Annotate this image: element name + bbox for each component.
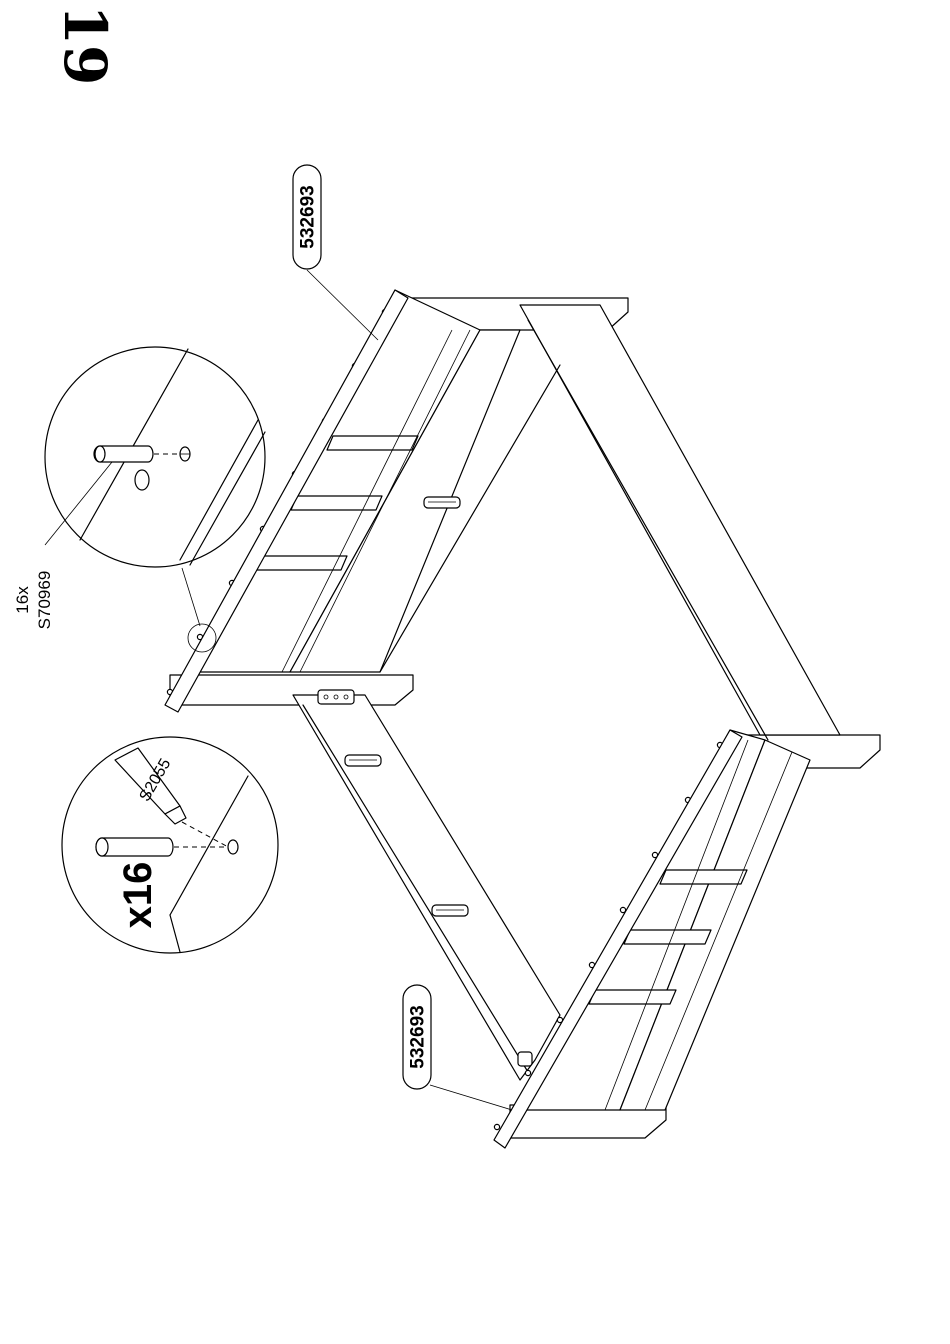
svg-text:532693: 532693: [298, 185, 319, 248]
dowel-code: S70969: [35, 571, 54, 630]
bracket-left-3: [518, 1052, 532, 1066]
glue-quantity: x16: [116, 862, 160, 929]
bracket-center: [318, 690, 354, 704]
dowel-pin-icon-glue: [96, 838, 173, 856]
slat-frame-bottom: [494, 730, 810, 1148]
dowel-pin-icon: [94, 446, 153, 462]
dowel-quantity: 16x: [13, 586, 32, 614]
bracket-left-1: [345, 755, 381, 766]
svg-text:532693: 532693: [408, 1005, 429, 1068]
part-label-bottom: 532693: [403, 985, 431, 1089]
hole-icon: [135, 470, 149, 490]
part-label-top: 532693: [293, 165, 321, 269]
leader-line-top: [307, 270, 378, 340]
glue-hole-icon: [228, 840, 238, 854]
bracket-left-2: [432, 905, 468, 916]
long-rail-right: [520, 305, 840, 740]
bracket-top: [424, 497, 460, 508]
detail-connector: [182, 568, 200, 626]
detail-dowel: [45, 347, 265, 567]
foot-board: [170, 675, 413, 705]
detail-glue: S2055 x16: [62, 737, 278, 953]
step-number: 19: [51, 5, 119, 86]
leader-line-bottom: [430, 1085, 512, 1110]
